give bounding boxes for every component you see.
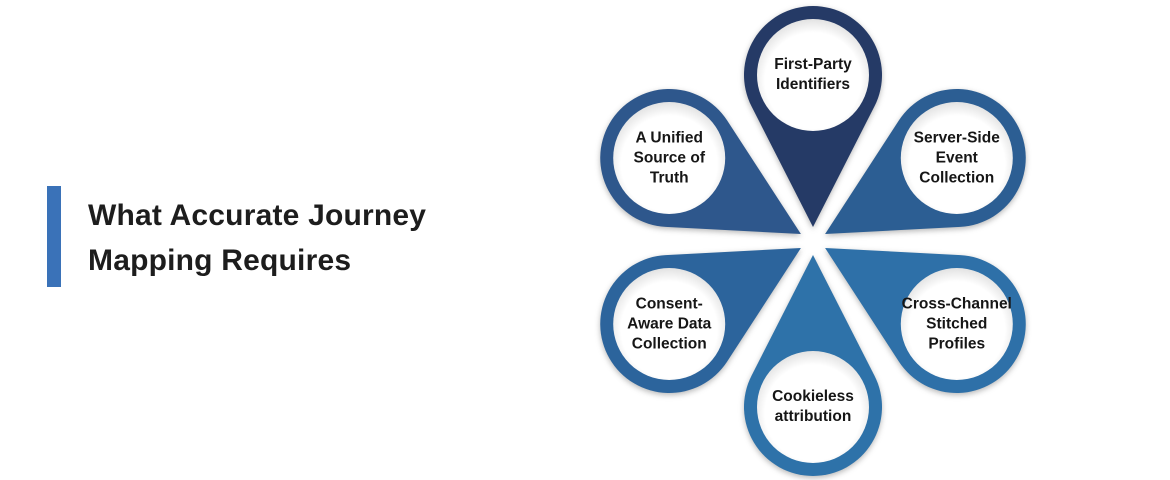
petal-circle-cross-channel-stitched-profiles <box>900 268 1013 380</box>
petal-circle-consent-aware-data-collection <box>613 268 726 380</box>
petal-circle-first-party-identifiers <box>757 19 869 131</box>
petal-server-side-event-collection <box>825 88 1026 234</box>
petal-cross-channel-stitched-profiles <box>825 248 1026 394</box>
title-block: What Accurate Journey Mapping Requires <box>47 186 426 287</box>
petal-circle-a-unified-source-of-truth <box>613 102 726 214</box>
petal-circle-cookieless-attribution <box>757 351 869 463</box>
title-line-2: Mapping Requires <box>88 244 352 277</box>
page-title: What Accurate Journey Mapping Requires <box>88 193 426 287</box>
petal-a-unified-source-of-truth <box>600 88 801 234</box>
petal-first-party-identifiers <box>744 6 882 228</box>
title-line-1: What Accurate Journey <box>88 199 427 232</box>
title-accent-bar <box>47 186 61 287</box>
petal-cookieless-attribution <box>744 255 882 476</box>
petal-circle-server-side-event-collection <box>900 102 1013 214</box>
petal-consent-aware-data-collection <box>600 248 801 394</box>
